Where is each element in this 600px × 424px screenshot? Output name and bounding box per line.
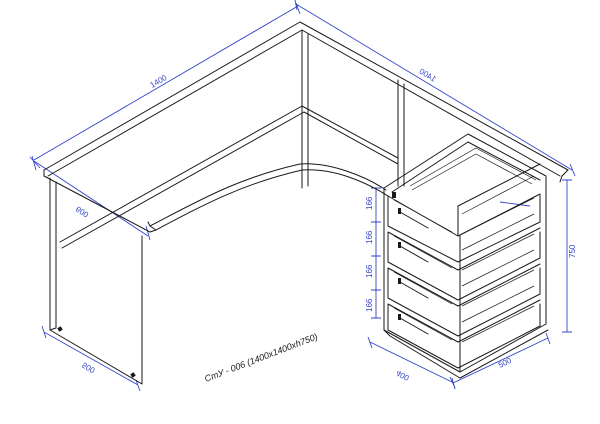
dim-pedestal-depth: 400 [395, 368, 411, 382]
desk-outline [43, 21, 569, 385]
dimension-lines [29, 0, 576, 392]
dim-drawer-2: 166 [365, 230, 374, 244]
dim-drawer-3: 166 [365, 264, 374, 278]
dim-leg-depth: 500 [81, 360, 98, 375]
dim-left-depth: 600 [74, 204, 91, 219]
dim-height: 750 [568, 244, 577, 258]
dim-pedestal-width: 500 [497, 356, 513, 370]
drawer-fronts [387, 163, 541, 369]
drawing-title: СтУ - 006 (1400х1400хh750) [203, 331, 319, 383]
dim-drawer-1: 166 [365, 196, 374, 210]
drawer-handles [392, 192, 429, 335]
dim-drawer-4: 166 [365, 298, 374, 312]
dim-top-right: 1400 [417, 67, 437, 84]
drawer-pedestal [383, 133, 549, 379]
